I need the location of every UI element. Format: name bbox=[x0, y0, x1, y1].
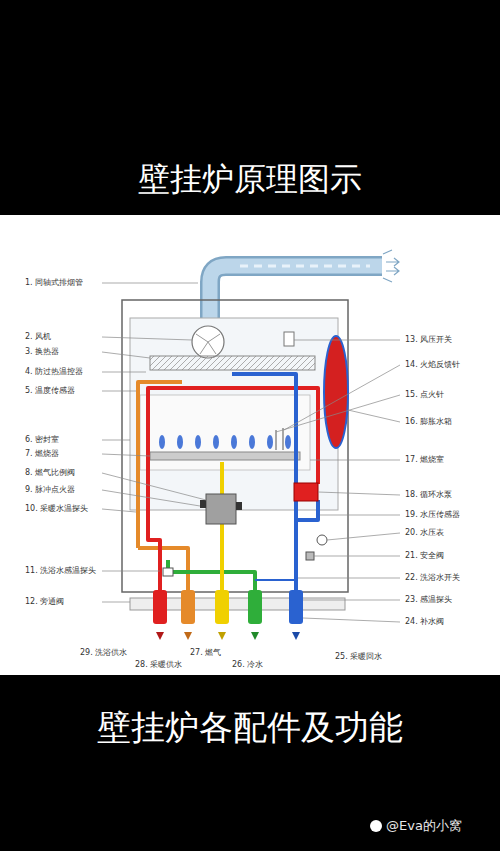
callout-label: 22. 洗浴水开关 bbox=[405, 574, 460, 583]
pressure-gauge bbox=[317, 535, 327, 545]
callout-label: 29. 洗浴供水 bbox=[80, 649, 127, 658]
callout-label: 8. 燃气比例阀 bbox=[25, 469, 75, 478]
sealed-chamber bbox=[130, 318, 338, 510]
callout-label: 23. 感温探头 bbox=[405, 596, 452, 605]
callout-label: 18. 循环水泵 bbox=[405, 491, 452, 500]
callout-label: 24. 补水阀 bbox=[405, 618, 444, 627]
watermark-icon bbox=[370, 820, 382, 832]
gas-valve bbox=[200, 494, 242, 524]
callout-label: 20. 水压表 bbox=[405, 529, 444, 538]
callout-label: 10. 采暖水温探头 bbox=[25, 505, 88, 514]
callout-label: 5. 温度传感器 bbox=[25, 387, 75, 396]
safety-valve bbox=[306, 552, 314, 560]
callout-label: 16. 膨胀水箱 bbox=[405, 418, 452, 427]
pressure-switch bbox=[284, 332, 294, 346]
watermark: @Eva的小窝 bbox=[386, 819, 462, 833]
diagram-ground bbox=[0, 215, 500, 675]
callout-label: 3. 换热器 bbox=[25, 348, 59, 357]
burner bbox=[150, 428, 300, 460]
callout-label: 4. 防过热温控器 bbox=[25, 368, 83, 377]
callout-label: 9. 脉冲点火器 bbox=[25, 486, 75, 495]
callout-label: 19. 水压传感器 bbox=[405, 511, 460, 520]
callout-label: 13. 风压开关 bbox=[405, 336, 452, 345]
housing bbox=[122, 300, 348, 592]
callout-label: 21. 安全阀 bbox=[405, 552, 444, 561]
callout-label: 14. 火焰反馈针 bbox=[405, 361, 460, 370]
callout-label: 27. 燃气 bbox=[190, 649, 221, 658]
pump bbox=[294, 483, 318, 501]
callout-label: 17. 燃烧室 bbox=[405, 456, 444, 465]
callout-label: 6. 密封室 bbox=[25, 436, 59, 445]
leader-lines bbox=[102, 283, 400, 622]
callout-label: 25. 采暖回水 bbox=[335, 653, 382, 662]
callout-label: 26. 冷水 bbox=[232, 661, 263, 670]
pipes bbox=[138, 374, 318, 592]
heat-exchanger bbox=[150, 356, 315, 370]
title: 壁挂炉原理图示 bbox=[0, 162, 500, 197]
callout-label: 11. 洗浴水感温探头 bbox=[25, 567, 96, 576]
expansion-tank bbox=[324, 336, 348, 448]
callout-label: 12. 旁通阀 bbox=[25, 598, 64, 607]
callout-label: 2. 风机 bbox=[25, 333, 51, 342]
fan bbox=[192, 326, 224, 358]
bypass-valve bbox=[163, 568, 173, 576]
callout-label: 15. 点火针 bbox=[405, 391, 444, 400]
callout-label: 7. 燃烧器 bbox=[25, 450, 59, 459]
caption: 壁挂炉各配件及功能 bbox=[0, 709, 500, 746]
callout-label: 1. 同轴式排烟管 bbox=[25, 279, 83, 288]
combustion-chamber bbox=[140, 395, 310, 470]
fittings bbox=[153, 590, 303, 640]
callout-label: 28. 采暖供水 bbox=[135, 661, 182, 670]
